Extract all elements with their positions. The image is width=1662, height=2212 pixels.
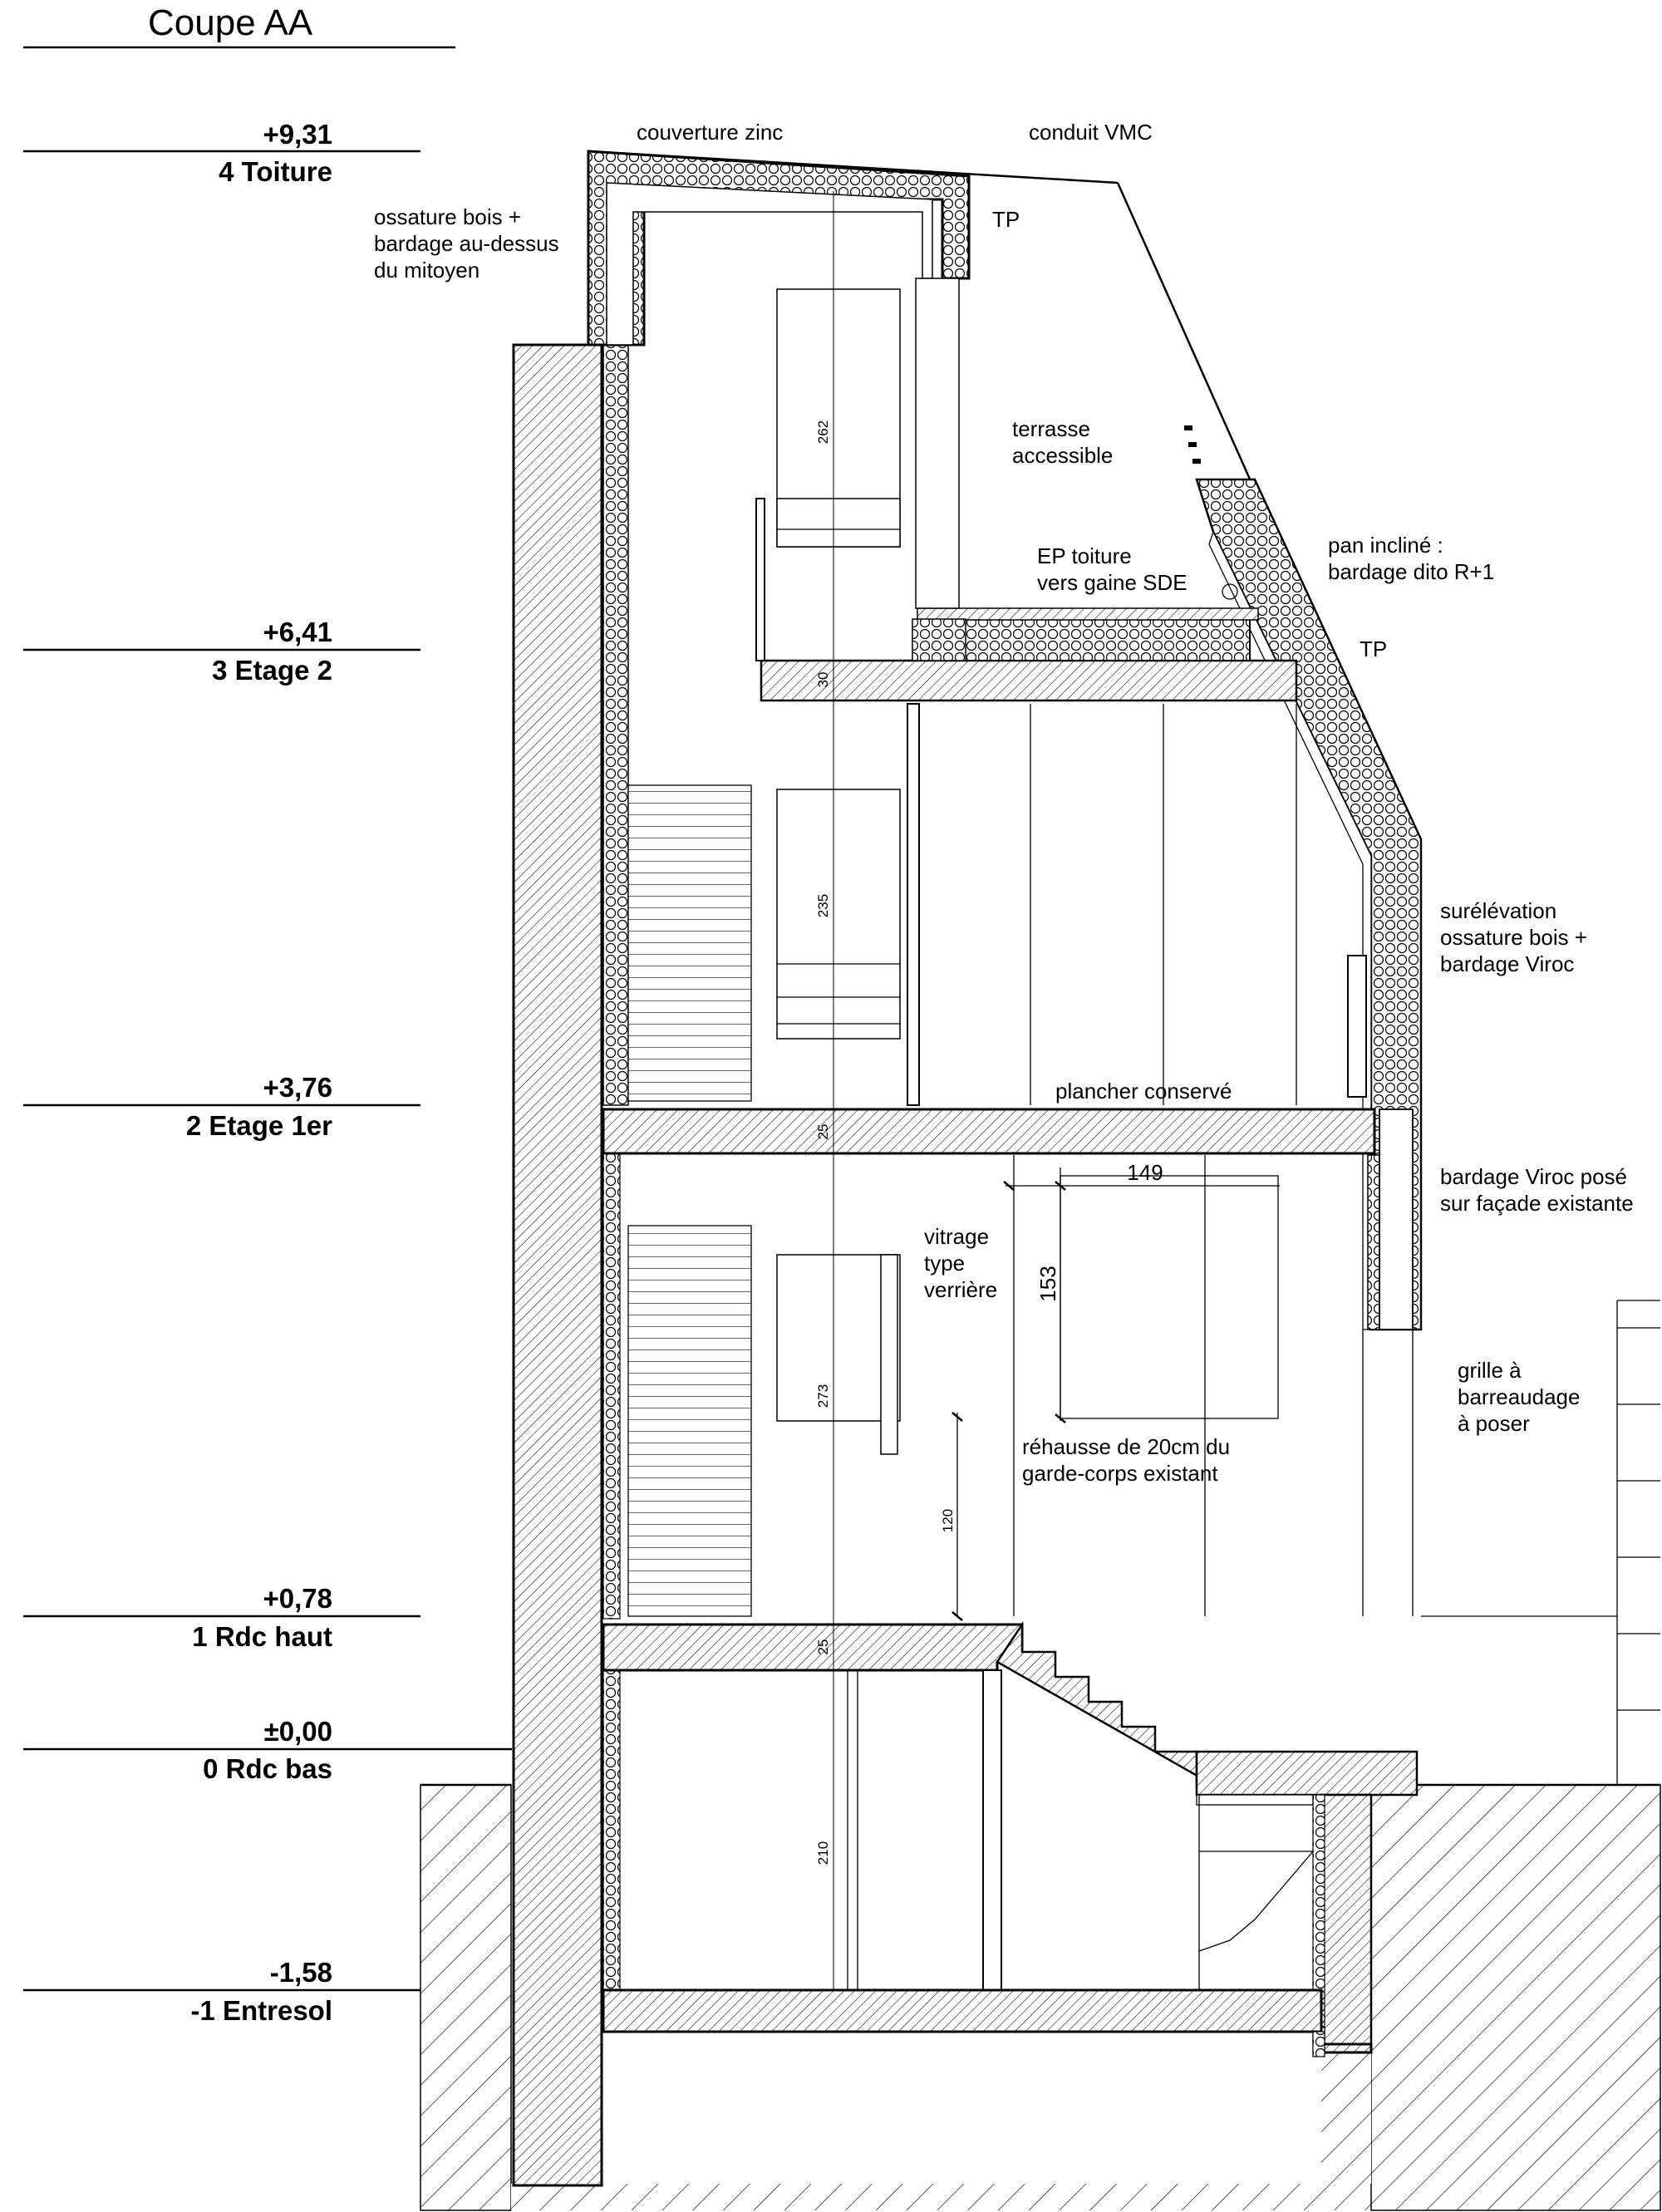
level-value: +0,78 [263,1583,333,1614]
level-marker-etage1: +3,76 2 Etage 1er [23,1072,420,1141]
dim-window-width: 149 [1127,1160,1163,1185]
closet-door-swing [1198,1851,1315,1952]
level-marker-etage2: +6,41 3 Etage 2 [23,617,420,686]
label-vitrage-2: type [924,1251,965,1276]
label-ossature-2: bardage au-dessus [374,231,559,256]
wall-insulation-upper [602,344,629,1106]
slab-etage1 [602,1108,1376,1155]
level-marker-toiture: +9,31 4 Toiture [23,119,420,187]
label-pan-1: pan incliné : [1328,533,1443,558]
ground-right [1370,1784,1661,2211]
vmc-duct-outline [1116,182,1256,491]
staircase-etage1 [627,1225,752,1617]
level-value: +3,76 [263,1072,333,1103]
dim-slab-etage2: 30 [815,672,831,688]
level-name: 4 Toiture [219,156,332,187]
dim-h-etage2: 235 [815,894,831,917]
dim-slab-etage1: 25 [815,1124,831,1140]
dim-h-toiture: 262 [815,420,831,444]
level-value: ±0,00 [264,1716,332,1747]
step-marker [1184,425,1192,430]
verriere-window [1060,1175,1279,1419]
level-name: 3 Etage 2 [212,655,332,686]
level-value: +6,41 [263,617,333,647]
dim-parapet: 120 [940,1509,956,1532]
level-name: 1 Rdc haut [192,1621,332,1652]
level-marker-rdc-haut: +0,78 1 Rdc haut [23,1583,420,1652]
label-tp-side: TP [1360,637,1387,661]
label-bardage-1: bardage Viroc posé [1440,1164,1627,1189]
zinc-cover-line [588,150,1119,184]
label-rehausse-1: réhausse de 20cm du [1022,1434,1230,1459]
level-name: 0 Rdc bas [203,1753,332,1784]
label-vitrage-3: verrière [924,1277,997,1302]
roof-inner-shell [606,182,933,346]
slab-rdc-haut [602,1623,1024,1672]
retaining-wall [1320,1793,1373,2046]
ground-right-low [1321,2042,1371,2184]
level-value: -1,58 [270,1957,332,1988]
storage-unit-etage1 [776,1254,901,1422]
slab-entresol [602,1988,1373,2054]
stair-rdc [996,1620,1217,1787]
level-name: -1 Entresol [190,1995,332,2026]
level-marker-rdc-bas: ±0,00 0 Rdc bas [23,1716,512,1784]
label-pan-2: bardage dito R+1 [1328,559,1494,584]
slab-etage2 [760,659,1298,702]
label-surelev-3: bardage Viroc [1440,951,1574,976]
ground-under [511,2184,1413,2210]
terrace-railing [755,498,765,661]
label-ossature-3: du mitoyen [374,258,479,283]
partition-etage2 [907,703,920,1106]
label-surelev-2: ossature bois + [1440,925,1587,950]
terrace-insulation [917,618,1251,661]
label-conduit: conduit VMC [1029,120,1153,145]
label-terrasse-1: terrasse [1012,416,1090,441]
party-wall [512,343,603,2187]
facade-bardage [1379,1108,1414,1330]
label-ossature-1: ossature bois + [374,204,521,229]
label-vitrage-1: vitrage [924,1224,989,1249]
dim-window-height: 153 [1035,1266,1060,1301]
drain-icon [1222,583,1238,600]
ground-left [420,1784,512,2211]
wall-insulation-low [602,1669,621,1990]
label-ep-2: vers gaine SDE [1037,570,1187,595]
label-ep-1: EP toiture [1037,543,1132,568]
label-terrasse-2: accessible [1012,443,1113,468]
wall-insulation-mid [602,1153,621,1620]
dim-h-rdc: 210 [815,1841,831,1865]
drawing-title: Coupe AA [148,2,313,43]
label-rehausse-2: garde-corps existant [1022,1461,1218,1486]
label-tp-top: TP [992,207,1020,232]
terrace-deck [917,607,1259,621]
label-surelev-1: surélévation [1440,898,1556,923]
label-plancher: plancher conservé [1055,1079,1232,1104]
label-grille-2: barreaudage [1458,1384,1580,1409]
storage-unit-etage2 [776,789,901,1040]
radiator [1347,955,1367,1098]
dim-h-etage1: 273 [815,1384,831,1408]
dim-slab-rdc: 25 [815,1639,831,1655]
level-name: 2 Etage 1er [186,1110,332,1141]
label-couverture: couverture zinc [637,120,783,145]
level-marker-entresol: -1,58 -1 Entresol [23,1957,420,2026]
label-grille-3: à poser [1458,1411,1530,1436]
landing-slab [1195,1750,1419,1797]
door-frame [982,1669,1002,1991]
label-grille-1: grille à [1458,1358,1522,1383]
vmc-duct [915,278,960,609]
level-value: +9,31 [263,119,333,150]
label-bardage-2: sur façade existante [1440,1191,1634,1216]
staircase-etage2 [627,784,752,1102]
